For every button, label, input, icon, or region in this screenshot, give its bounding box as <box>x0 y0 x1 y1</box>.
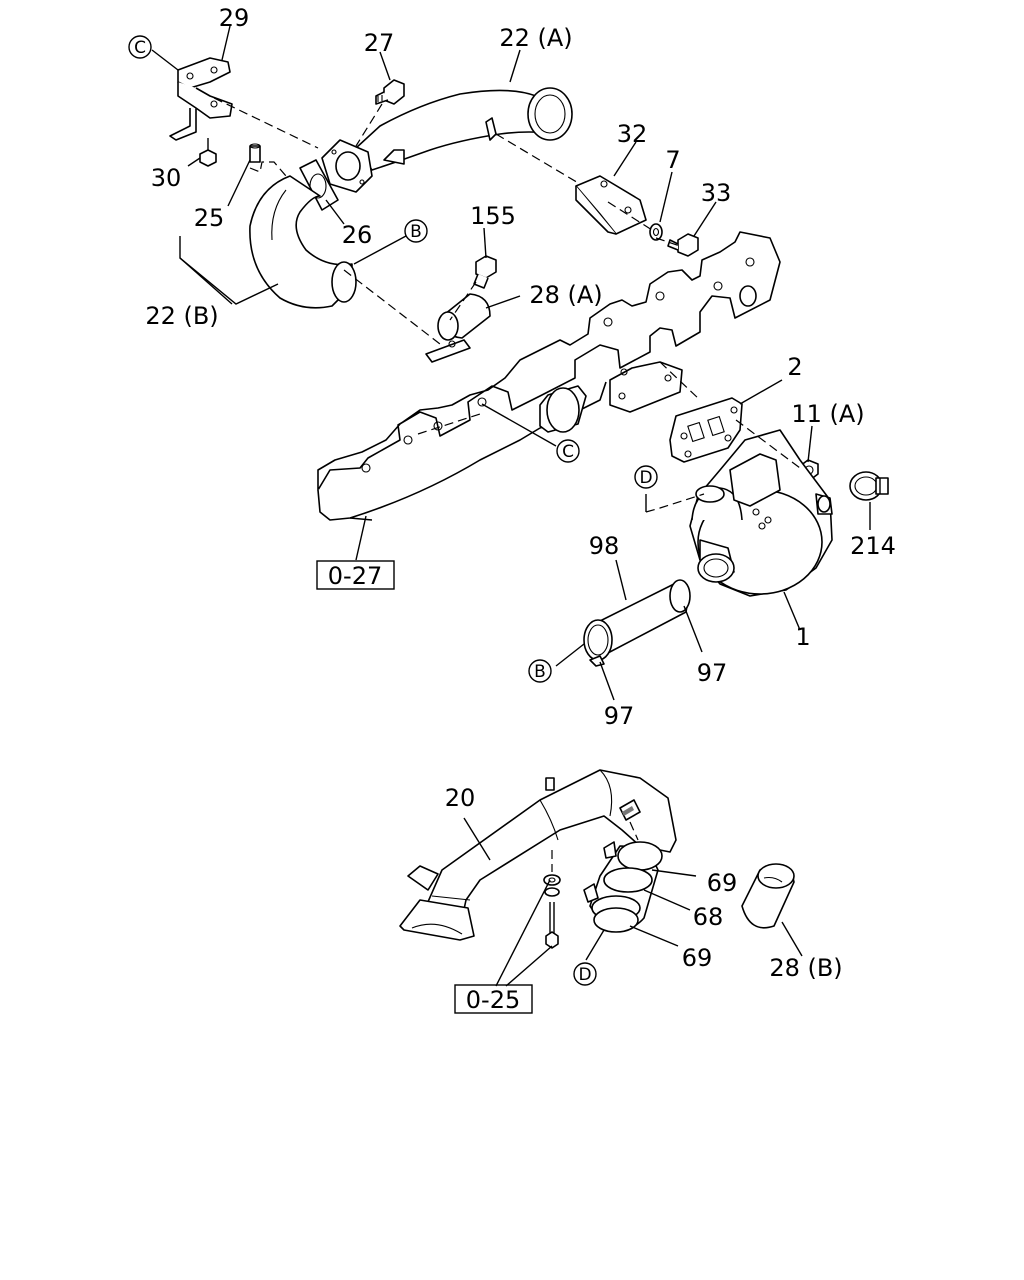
label-97-right: 97 <box>697 659 728 687</box>
label-155: 155 <box>470 202 516 230</box>
label-68: 68 <box>693 903 724 931</box>
label-33: 33 <box>701 179 732 207</box>
bolt-33 <box>667 233 699 257</box>
label-11a: 11 (A) <box>791 400 864 428</box>
label-98: 98 <box>589 532 620 560</box>
bracket-32 <box>575 175 647 235</box>
ref-c-top-text: C <box>134 38 146 58</box>
sensor-pipe-28b <box>741 863 795 929</box>
leader-lines-lower <box>463 817 803 987</box>
ref-box-0-25-text: 0-25 <box>466 986 520 1014</box>
ref-box-0-27: 0-27 <box>316 560 395 590</box>
ref-b-top-text: B <box>410 222 422 242</box>
dash-lines-lower <box>551 821 639 872</box>
label-25: 25 <box>194 204 225 232</box>
bracket-29 <box>169 57 233 141</box>
exhaust-pipe-22b <box>249 175 357 309</box>
dash-lines-upper <box>213 97 801 513</box>
part-labels: 29 27 22 (A) 32 7 33 30 25 26 155 28 (A)… <box>145 4 896 982</box>
clamp-214 <box>849 471 889 501</box>
label-22a: 22 (A) <box>499 24 572 52</box>
ref-box-0-25: 0-25 <box>454 984 533 1014</box>
bolt-30 <box>199 138 217 167</box>
ref-circle-c-mid: C <box>556 439 580 463</box>
ref-d-mid-text: D <box>639 468 652 488</box>
label-214: 214 <box>850 532 896 560</box>
label-28a: 28 (A) <box>529 281 602 309</box>
ref-circle-d-mid: D <box>634 465 658 489</box>
exhaust-manifold <box>317 231 781 521</box>
leader-lines-upper <box>151 25 871 701</box>
exhaust-pipe-22a <box>355 87 573 171</box>
label-29: 29 <box>219 4 250 32</box>
label-27: 27 <box>364 29 395 57</box>
flange-26 <box>299 139 373 211</box>
ref-box-0-27-text: 0-27 <box>328 562 382 590</box>
label-26: 26 <box>342 221 373 249</box>
label-7: 7 <box>665 146 680 174</box>
label-22b: 22 (B) <box>145 302 218 330</box>
label-2: 2 <box>787 353 802 381</box>
label-28b: 28 (B) <box>769 954 842 982</box>
sensor-pipe-28a <box>425 293 491 363</box>
ref-circle-b-bottom: B <box>528 659 552 683</box>
stud-and-washers <box>543 874 561 949</box>
plug-155 <box>473 255 497 289</box>
ref-circle-d-bottom: D <box>573 962 597 986</box>
label-69-bottom: 69 <box>682 944 713 972</box>
washer-7 <box>649 223 663 241</box>
label-69-top: 69 <box>707 869 738 897</box>
gasket-2 <box>669 397 743 463</box>
hose-68 <box>583 841 663 933</box>
label-1: 1 <box>795 623 810 651</box>
ref-circle-c-top: C <box>128 35 152 59</box>
ref-d-bottom-text: D <box>578 965 591 985</box>
turbocharger-1 <box>689 429 833 597</box>
ref-circle-b-top: B <box>404 219 428 243</box>
label-30: 30 <box>151 164 182 192</box>
label-32: 32 <box>617 120 648 148</box>
ref-c-mid-text: C <box>562 442 574 462</box>
ref-b-bottom-text: B <box>534 662 546 682</box>
stud-25 <box>249 143 261 163</box>
label-20: 20 <box>445 784 476 812</box>
pipe-98 <box>583 579 691 667</box>
label-97-bottom: 97 <box>604 702 635 730</box>
bolt-27 <box>375 79 405 105</box>
